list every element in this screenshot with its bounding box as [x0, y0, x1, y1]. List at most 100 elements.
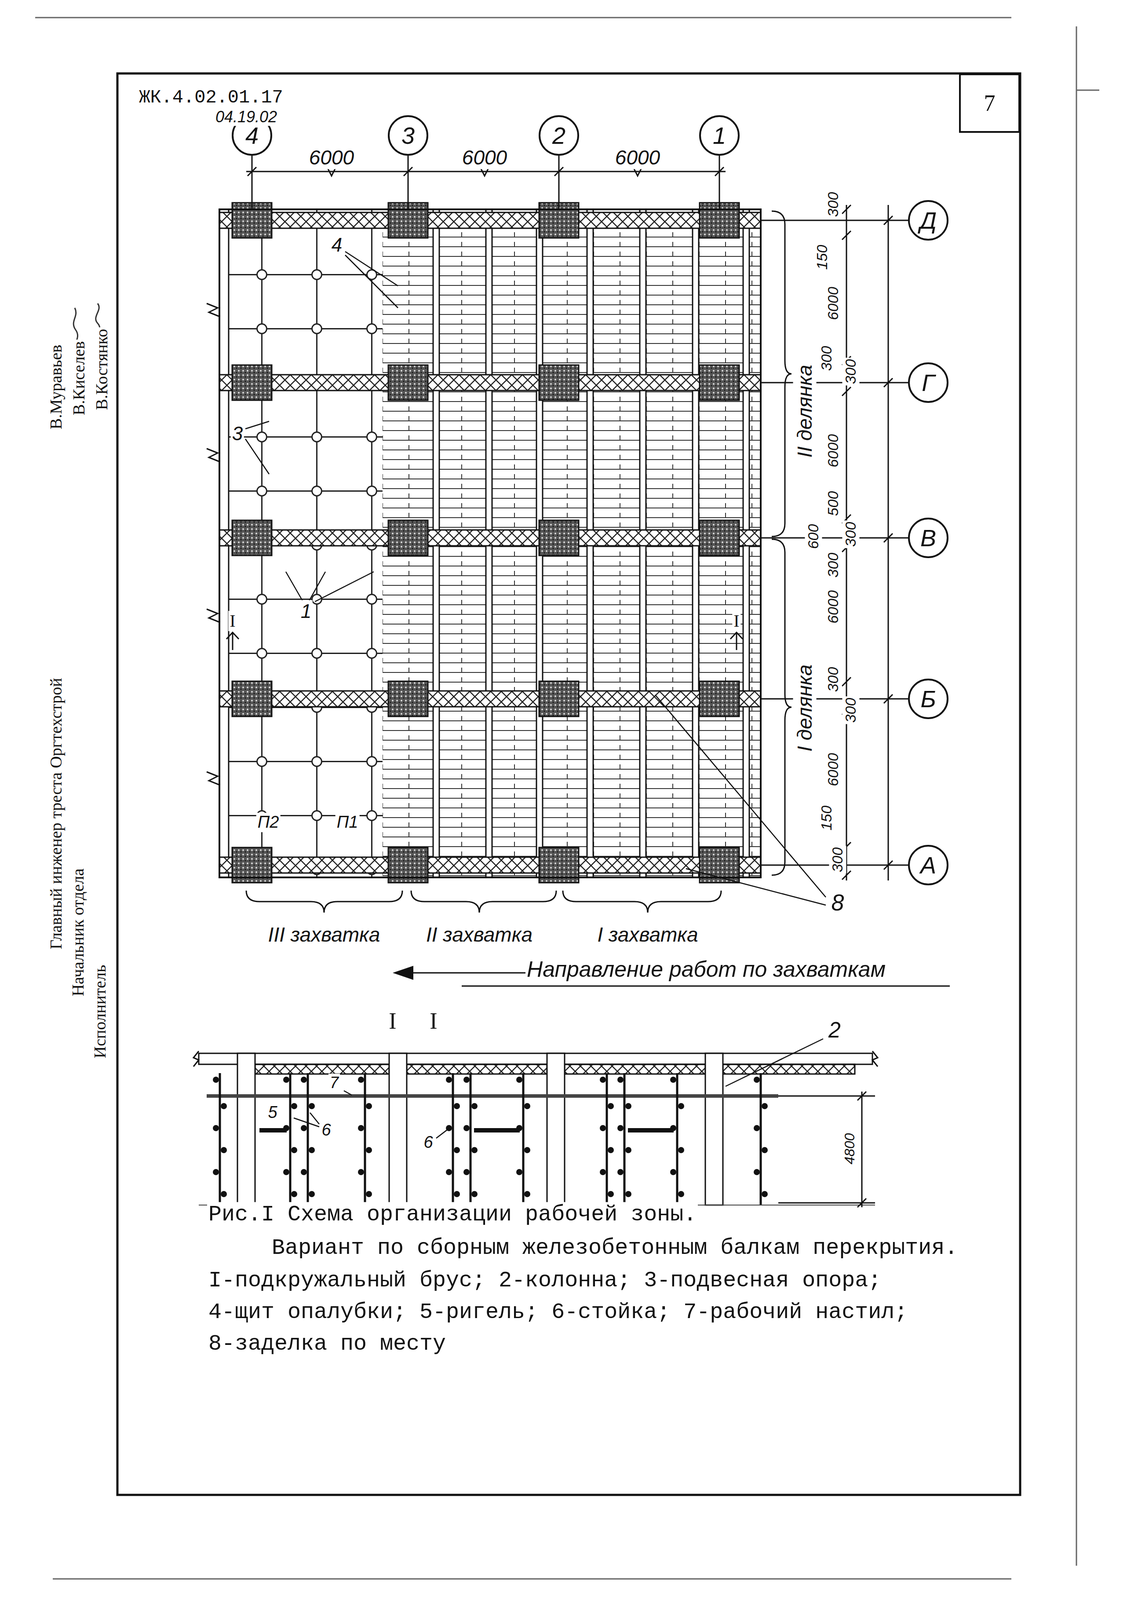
callout-label: I — [428, 1007, 439, 1035]
axis-line — [760, 220, 909, 865]
page-number-box: 7 — [959, 73, 1021, 133]
axis-mark: Б — [920, 686, 936, 711]
dimension-text: 300 — [824, 551, 842, 580]
figure-caption: Рис.I Схема организации рабочей зоны. — [207, 1201, 698, 1228]
callout-label: 7 — [328, 1073, 340, 1092]
callout-label: 4 — [330, 233, 344, 257]
dimension-text: 300 — [824, 190, 842, 219]
callout-label: 5 — [266, 1102, 279, 1123]
dimension-text: 6000 — [824, 285, 842, 322]
leader-line — [293, 1038, 824, 1138]
stand — [445, 1072, 460, 1205]
stand — [753, 1072, 768, 1205]
legend-text: 8-заделка по месту — [207, 1331, 448, 1357]
dimension-text: Начальник отдела — [68, 867, 88, 998]
callout-label: П1 — [335, 812, 360, 832]
callout-label: I — [228, 610, 237, 631]
stand — [670, 1072, 685, 1205]
dimension-text: В.Киселев — [69, 339, 89, 417]
column — [237, 1053, 723, 1205]
column — [232, 202, 740, 883]
dimension-text: 6000 — [824, 588, 842, 625]
dimension-text: 500 — [824, 489, 842, 518]
axis-circle: А — [908, 844, 949, 886]
callout-label: I захватка — [595, 922, 700, 947]
callout-label: Направление работ по захваткам — [525, 956, 887, 983]
dimension-text: 600 — [804, 522, 822, 551]
axis-mark: А — [920, 853, 937, 877]
dimension-line — [778, 1091, 876, 1208]
callout-label: I — [732, 610, 741, 631]
dimension-text: 4800 — [841, 1131, 858, 1166]
dimension-text: 300 — [828, 846, 847, 874]
callout-label: II захватка — [424, 922, 534, 947]
girder — [219, 212, 761, 873]
dimension-text: Главный инженер треста Оргтехстрой — [46, 676, 66, 951]
girder-ground — [219, 212, 761, 873]
axis-mark: 4 — [245, 123, 259, 148]
brace — [246, 890, 722, 913]
dimension-text: 300 — [842, 696, 860, 725]
legend-text: Вариант по сборным железобетонным балкам… — [270, 1235, 960, 1261]
leader-line — [245, 251, 826, 905]
stand — [463, 1072, 478, 1205]
break-mark — [206, 303, 220, 785]
axis-circle: 3 — [387, 115, 429, 156]
dimension-text: I делянка — [793, 663, 817, 753]
dimension-text: 6000 — [824, 751, 842, 788]
axis-mark: 2 — [552, 123, 566, 148]
stand — [300, 1072, 315, 1205]
drawing-frame — [117, 73, 1021, 1495]
sheet-edge — [35, 17, 1100, 1579]
axis-circle: Б — [908, 678, 949, 719]
section-mark — [226, 632, 743, 650]
dimension-text: 150 — [813, 243, 831, 272]
stand — [599, 1072, 614, 1205]
dimension-text: II делянка — [793, 363, 817, 460]
stand — [516, 1072, 531, 1205]
callout-label: 2 — [827, 1017, 843, 1044]
arrowhead — [392, 965, 414, 980]
stand — [212, 1072, 227, 1205]
dimension-line — [883, 204, 893, 881]
brace — [771, 211, 792, 876]
legend-text: 4-щит опалубки; 5-ригель; 6-стойка; 7-ра… — [207, 1299, 909, 1325]
callout-label: 6000 — [307, 145, 356, 170]
dimension-text: Исполнитель — [90, 963, 110, 1060]
legend-text: I-подкружальный брус; 2-колонна; 3-подве… — [207, 1267, 883, 1294]
page-number: 7 — [984, 91, 996, 115]
callout-label: 6000 — [460, 145, 509, 170]
dimension-text: 300 — [842, 357, 860, 386]
axis-mark: Д — [919, 208, 937, 233]
dimension-text: 300 — [817, 344, 836, 373]
axis-mark: 1 — [712, 123, 726, 148]
callout-label: I — [387, 1007, 398, 1035]
dimension-text: 300 — [824, 665, 842, 694]
work-deck — [206, 1094, 779, 1098]
axis-circle: В — [908, 517, 949, 559]
callout-label: 1 — [299, 600, 313, 623]
dimension-text: 150 — [817, 804, 836, 832]
callout-label: 6 — [320, 1120, 332, 1140]
callout-label: 3 — [230, 422, 245, 445]
callout-label: 6000 — [613, 145, 662, 170]
dimension-text: 300 — [842, 520, 860, 549]
axis-mark: Г — [921, 370, 935, 395]
callout-label: 8 — [830, 889, 846, 916]
callout-label: 6 — [422, 1132, 435, 1153]
axis-circle: 1 — [699, 115, 740, 156]
callout-label: III захватка — [266, 922, 382, 947]
axis-mark: 3 — [401, 123, 415, 148]
callout-label: П2 — [256, 812, 281, 832]
dimension-text: В.Муравьев — [46, 343, 66, 431]
axis-mark: В — [920, 525, 937, 550]
callout-label: ЖК.4.02.01.17 — [137, 87, 285, 109]
stand — [283, 1072, 298, 1205]
axis-circle: Д — [908, 200, 949, 241]
stand — [617, 1072, 632, 1205]
dimension-text: 6000 — [824, 432, 842, 469]
callout-label: 04.19.02 — [214, 107, 279, 126]
dimension-text: В.Костянко — [92, 327, 112, 412]
